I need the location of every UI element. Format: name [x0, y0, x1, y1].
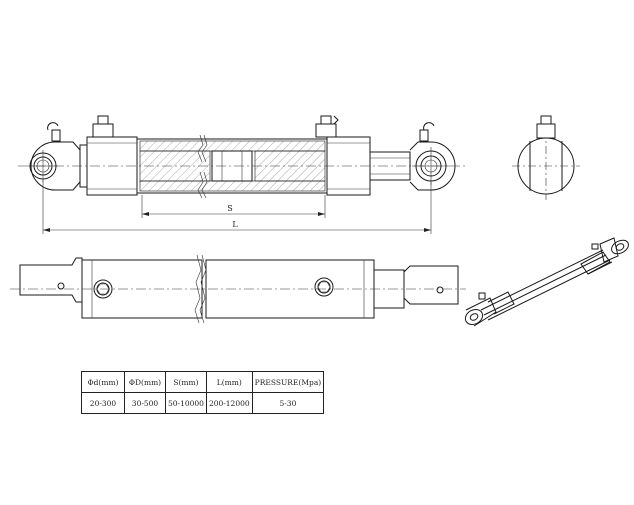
stroke-dimension: S — [141, 195, 326, 218]
right-rod-eye — [409, 122, 456, 191]
front-section-view: S L — [18, 115, 466, 234]
header-bore-diameter: ΦD(mm) — [124, 371, 166, 393]
top-view — [10, 254, 466, 324]
value-bore-diameter: 30-500 — [124, 392, 166, 414]
specification-table: Φd(mm) ΦD(mm) S(mm) L(mm) PRESSURE(Mpa) … — [81, 371, 325, 414]
value-length: 200-12000 — [205, 392, 253, 414]
port-boss-right — [314, 277, 334, 297]
isometric-view — [464, 237, 629, 327]
header-stroke: S(mm) — [165, 371, 207, 393]
stroke-label: S — [227, 204, 232, 213]
table-row: 20-300 30-500 50-10000 200-12000 5-30 — [81, 392, 325, 414]
length-label: L — [232, 220, 238, 229]
value-rod-diameter: 20-300 — [81, 392, 125, 414]
header-pressure: PRESSURE(Mpa) — [251, 371, 325, 393]
length-dimension: L — [42, 180, 432, 234]
table-header-row: Φd(mm) ΦD(mm) S(mm) L(mm) PRESSURE(Mpa) — [81, 371, 325, 393]
cylinder-barrel — [86, 115, 371, 199]
left-rod-eye — [28, 122, 88, 191]
end-view — [512, 115, 580, 200]
value-pressure: 5-30 — [251, 392, 325, 414]
header-length: L(mm) — [205, 371, 253, 393]
header-rod-diameter: Φd(mm) — [81, 371, 125, 393]
value-stroke: 50-10000 — [165, 392, 207, 414]
